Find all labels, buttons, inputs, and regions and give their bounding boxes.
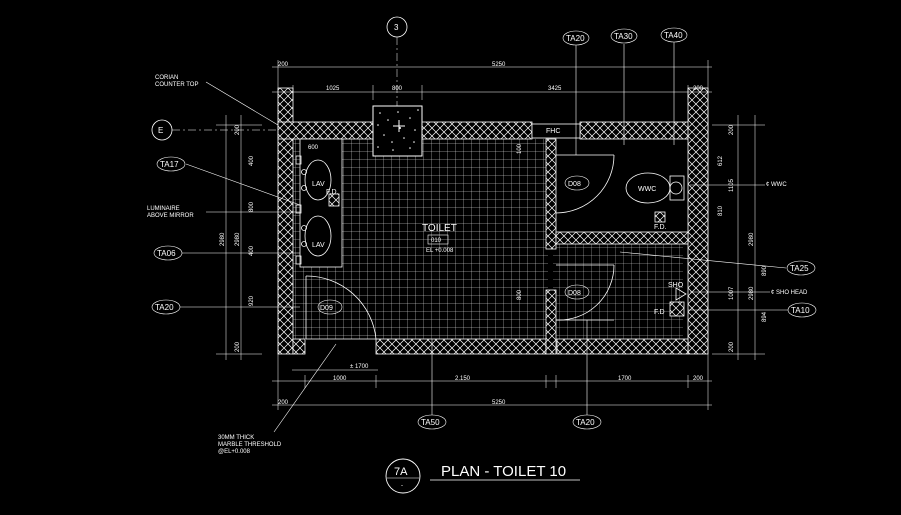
dim-top-3425: 3425: [548, 86, 562, 92]
dimension-lines: [216, 60, 765, 410]
tag-ta10: TA10: [791, 306, 810, 315]
fhc-cabinet: FHC: [531, 123, 581, 139]
svg-text:2980: 2980: [749, 232, 755, 246]
water-closet: [625, 172, 685, 223]
svg-text:FHC: FHC: [546, 128, 560, 135]
svg-text:890: 890: [762, 265, 768, 276]
door-tag-d08-mid: D08: [568, 290, 581, 297]
svg-text:200: 200: [235, 341, 241, 352]
tag-ta20-left: TA20: [155, 303, 174, 312]
svg-text:¢ SHO HEAD: ¢ SHO HEAD: [771, 290, 808, 296]
wall-south-left: [292, 338, 306, 355]
svg-text:ABOVE MIRROR: ABOVE MIRROR: [147, 213, 194, 219]
tag-ta17: TA17: [160, 160, 179, 169]
shower: [669, 287, 687, 317]
partition-vertical-top: [545, 138, 557, 250]
svg-text:200: 200: [235, 124, 241, 135]
svg-text:¢ WWC: ¢ WWC: [766, 182, 787, 188]
svg-text:1007: 1007: [729, 286, 735, 300]
tag-bubbles: [151, 27, 817, 433]
tag-ta50: TA50: [421, 418, 440, 427]
svg-text:MARBLE THRESHOLD: MARBLE THRESHOLD: [218, 442, 282, 448]
dim-bottom-200-left: 200: [278, 400, 289, 406]
svg-text:894: 894: [762, 311, 768, 322]
tag-ta06: TA06: [157, 249, 176, 258]
tag-ta20-top: TA20: [566, 34, 585, 43]
svg-text:200: 200: [729, 124, 735, 135]
partition-horizontal: [555, 231, 689, 245]
svg-text:2980: 2980: [749, 286, 755, 300]
vanity-counter: [295, 138, 343, 268]
lav-label-top: LAV: [312, 181, 325, 188]
dim-bottom-200-right: 200: [693, 376, 704, 382]
svg-text:400: 400: [249, 245, 255, 256]
room-tag: TOILET 010 EL +0.008: [422, 223, 457, 254]
svg-text:2980: 2980: [235, 232, 241, 246]
dim-bottom-1000: 1000: [333, 376, 347, 382]
drawing-title: PLAN - TOILET 10: [441, 463, 566, 480]
svg-text:3: 3: [394, 23, 399, 32]
grid-bubble-3: 3: [386, 16, 408, 106]
svg-text:30MM THICK: 30MM THICK: [218, 435, 254, 441]
svg-text:@EL+0.008: @EL+0.008: [218, 449, 251, 455]
room-elevation: EL +0.008: [426, 248, 454, 254]
right-dimensions: 200 612 1105 810 2980 890 1007 894 200 2…: [718, 124, 768, 352]
dim-bottom-1700-small: ± 1700: [350, 364, 369, 370]
grid-bubble-E: E: [151, 119, 278, 141]
svg-text:612: 612: [718, 155, 724, 166]
drawing-title-block: 7A - PLAN - TOILET 10: [385, 458, 580, 494]
annotation-notes: CORIAN COUNTER TOP LUMINAIRE ABOVE MIRRO…: [147, 75, 808, 455]
basin-bottom: [304, 215, 332, 257]
wall-south-right: [556, 338, 689, 355]
wall-north-left: [277, 121, 374, 140]
svg-text:920: 920: [249, 295, 255, 306]
door-tag-d09: D09: [320, 305, 333, 312]
dim-int-100: 100: [517, 143, 523, 154]
svg-text:800: 800: [249, 201, 255, 212]
tag-ta25: TA25: [790, 264, 809, 273]
svg-text:2980: 2980: [220, 232, 226, 246]
door-tag-d08-top: D08: [568, 181, 581, 188]
shower-label: SHO: [668, 282, 684, 289]
dim-bottom-2150: 2.150: [455, 376, 471, 382]
svg-text:E: E: [158, 126, 163, 135]
left-dimensions: 200 400 800 400 2980 2980 920 200: [220, 124, 255, 352]
room-name: TOILET: [422, 223, 457, 234]
svg-text:CORIAN: CORIAN: [155, 75, 178, 81]
svg-text:COUNTER TOP: COUNTER TOP: [155, 82, 198, 88]
svg-text:400: 400: [249, 155, 255, 166]
dim-top-200-left: 200: [278, 62, 289, 68]
floor-drain-label-wc: F.D.: [654, 224, 667, 231]
tag-ta40: TA40: [664, 31, 683, 40]
lav-label-bottom: LAV: [312, 242, 325, 249]
doors: [305, 154, 615, 340]
wall-north-mid: [421, 121, 533, 140]
dim-top-1025: 1025: [326, 86, 340, 92]
dim-bottom-1700: 1700: [618, 376, 632, 382]
tag-ta20-bottom: TA20: [576, 418, 595, 427]
sheet-ref: 7A: [394, 466, 408, 478]
tag-ta30: TA30: [614, 32, 633, 41]
sheet-sub: -: [401, 483, 403, 489]
dim-bottom-5250: 5250: [492, 400, 506, 406]
room-number: 010: [431, 238, 442, 244]
floor-drain-label-shower: F.D: [654, 309, 665, 316]
wall-east: [687, 87, 709, 355]
svg-text:810: 810: [718, 205, 724, 216]
wall-south-mid: [375, 338, 547, 355]
walls: [277, 87, 709, 355]
svg-text:200: 200: [729, 341, 735, 352]
dim-int-800: 800: [517, 289, 523, 300]
shaft: [372, 105, 423, 157]
floor-drain-label-lav: F.D.: [326, 189, 339, 196]
dim-top-200-right: 200: [693, 86, 704, 92]
dim-top-800: 800: [392, 86, 403, 92]
partition-vertical-bottom: [545, 289, 557, 355]
dim-top-5250: 5250: [492, 62, 506, 68]
basin-top: [304, 159, 332, 201]
wc-label: WWC: [638, 186, 656, 193]
dim-vanity-600: 600: [308, 145, 319, 151]
svg-text:LUMINAIRE: LUMINAIRE: [147, 206, 180, 212]
